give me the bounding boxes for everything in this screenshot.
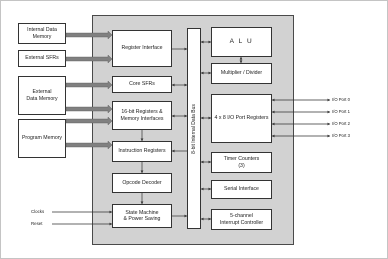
serial-interface-block: Serial Interface bbox=[211, 180, 272, 199]
program-memory-block: Program Memory bbox=[18, 119, 66, 158]
clocks-label: Clocks bbox=[31, 209, 45, 214]
io-port-0-label: I/O Port 0 bbox=[332, 97, 350, 102]
io-port-1-label: I/O Port 1 bbox=[332, 109, 350, 114]
external-data-memory-block: External Data Memory bbox=[18, 76, 66, 115]
multiplier-divider-block: Multiplier / Divider bbox=[211, 63, 272, 84]
reset-label: Reset bbox=[31, 221, 43, 226]
internal-data-bus: 8-bit Internal Data Bus bbox=[187, 28, 201, 229]
io-port-registers-block: 4 x 8 I/O Port Registers bbox=[211, 94, 272, 143]
external-sfrs-block: External SFRs bbox=[18, 50, 66, 67]
bus-arrow-core-sfrs bbox=[65, 80, 113, 90]
bus-arrow-program-memory-a bbox=[65, 116, 113, 126]
internal-data-memory-block: Internal Data Memory bbox=[18, 23, 66, 44]
opcode-decoder-block: Opcode Decoder bbox=[112, 173, 172, 193]
interrupt-controller-block: 5-channel Interrupt Controller bbox=[211, 209, 272, 230]
timer-counters-block: Timer Counters (3) bbox=[211, 152, 272, 173]
core-sfrs-block: Core SFRs bbox=[112, 76, 172, 93]
alu-block: A L U bbox=[211, 27, 272, 57]
bus-arrow-external-data-memory bbox=[65, 104, 113, 114]
bus-arrow-external-sfrs bbox=[65, 54, 113, 64]
register-interface-block: Register Interface bbox=[112, 30, 172, 67]
instruction-registers-block: Instruction Registers bbox=[112, 141, 172, 162]
state-machine-block: State Machine & Power Saving bbox=[112, 204, 172, 228]
io-port-3-label: I/O Port 3 bbox=[332, 133, 350, 138]
registers-memory-interfaces-block: 16-bit Registers & Memory Interfaces bbox=[112, 101, 172, 130]
bus-arrow-internal-data-memory bbox=[65, 30, 113, 40]
wide-bus-arrows bbox=[65, 30, 113, 150]
io-port-2-label: I/O Port 2 bbox=[332, 121, 350, 126]
bus-arrow-program-memory-b bbox=[65, 140, 113, 150]
